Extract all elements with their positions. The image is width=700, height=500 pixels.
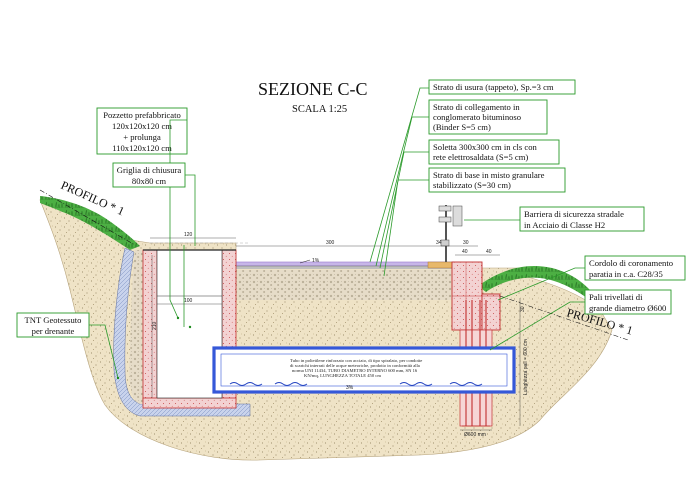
callout-pali-2: grande diametro Ø600 <box>589 303 666 313</box>
dim-210: 210 <box>152 321 158 330</box>
callout-tnt-1: TNT Geotessuto <box>25 315 82 325</box>
callout-binder-1: Strato di collegamento in <box>433 102 520 112</box>
drain-pipe: Tubo in polietilene rinforzato con accia… <box>212 346 516 394</box>
callout-cordolo-box <box>584 255 686 281</box>
callout-binder-3: (Binder S=5 cm) <box>433 122 491 132</box>
callout-tnt-box <box>16 312 90 338</box>
dim-40: 40 <box>462 249 468 255</box>
dim-34: 34 <box>436 240 442 246</box>
tnt-geotextile <box>113 247 251 417</box>
pipe-desc-3: norma UNI 11434, TUBO DIAMETRO INTERNO 6… <box>292 368 418 374</box>
callout-griglia-2: 80x80 cm <box>132 176 166 186</box>
callout-pozzetto-2: 120x120x120 cm <box>112 121 172 131</box>
dim-30b: 30 <box>520 306 526 312</box>
callout-usura-box <box>428 79 576 95</box>
callout-soletta-1: Soletta 300x300 cm in cls con <box>433 142 538 152</box>
callout-tnt-2: per drenante <box>32 326 75 336</box>
dim-100: 100 <box>184 298 193 304</box>
kerb-block <box>427 261 455 269</box>
callout-pozzetto-3: + prolunga <box>123 132 161 142</box>
binder-layer <box>236 266 454 269</box>
dim-40b: 40 <box>486 249 492 255</box>
page-title: SEZIONE C-C <box>258 79 368 99</box>
grass-left <box>40 196 140 250</box>
callout-barriera-2: in Acciaio di Classe H2 <box>524 220 605 230</box>
dim-pile-length: Lunghezza pali = 600 cm <box>523 339 529 395</box>
callout-cordolo-1: Cordolo di coronamento <box>589 258 673 268</box>
callout-griglia-box <box>112 162 186 188</box>
callout-base-2: stabilizzato (S=30 cm) <box>433 180 511 190</box>
callout-griglia-1: Griglia di chiusura <box>117 165 182 175</box>
asphalt-layer <box>235 261 455 267</box>
grass-right <box>478 266 598 304</box>
callout-barriera-1: Barriera di sicurezza stradale <box>524 209 624 219</box>
callout-soletta-2: rete elettrosaldata (S=5 cm) <box>433 152 528 162</box>
dim-120: 120 <box>184 232 193 238</box>
callout-pozzetto-box <box>96 107 188 155</box>
callout-barriera-box <box>519 206 645 232</box>
pipe-desc-2: di scarichi interrati delle acque meteor… <box>290 363 420 369</box>
base-layer <box>236 270 455 300</box>
dim-300: 300 <box>326 240 335 246</box>
callout-usura-1: Strato di usura (tappeto), Sp.=3 cm <box>433 82 554 92</box>
page-subtitle: SCALA 1:25 <box>292 104 347 115</box>
guardrail <box>438 205 463 262</box>
callout-pali-1: Pali trivellati di <box>589 292 643 302</box>
callout-binder-2: conglomerato bituminoso <box>433 112 521 122</box>
callout-pozzetto-1: Pozzetto prefabbricato <box>103 110 181 120</box>
callout-binder-box <box>428 99 548 135</box>
callout-base-box <box>428 167 566 193</box>
callout-base-1: Strato di base in misto granulare <box>433 170 545 180</box>
callout-pozzetto-4: 110x120x120 cm <box>112 143 172 153</box>
slope-pipe: 3% <box>346 385 354 391</box>
pipe-desc-4: KN/mq, LUNGHEZZA TOTALE 450 cm <box>304 373 381 379</box>
callout-cordolo-2: paratia in c.a. C28/35 <box>589 269 663 279</box>
pipe-desc-1: Tubo in polietilene rinforzato con accia… <box>290 358 422 364</box>
dim-pile-diam: Ø600 mm <box>464 432 486 438</box>
dim-30: 30 <box>463 240 469 246</box>
callout-pali-box <box>584 289 672 315</box>
slope-road: 1% <box>312 258 320 264</box>
dimension-lines <box>150 237 521 431</box>
